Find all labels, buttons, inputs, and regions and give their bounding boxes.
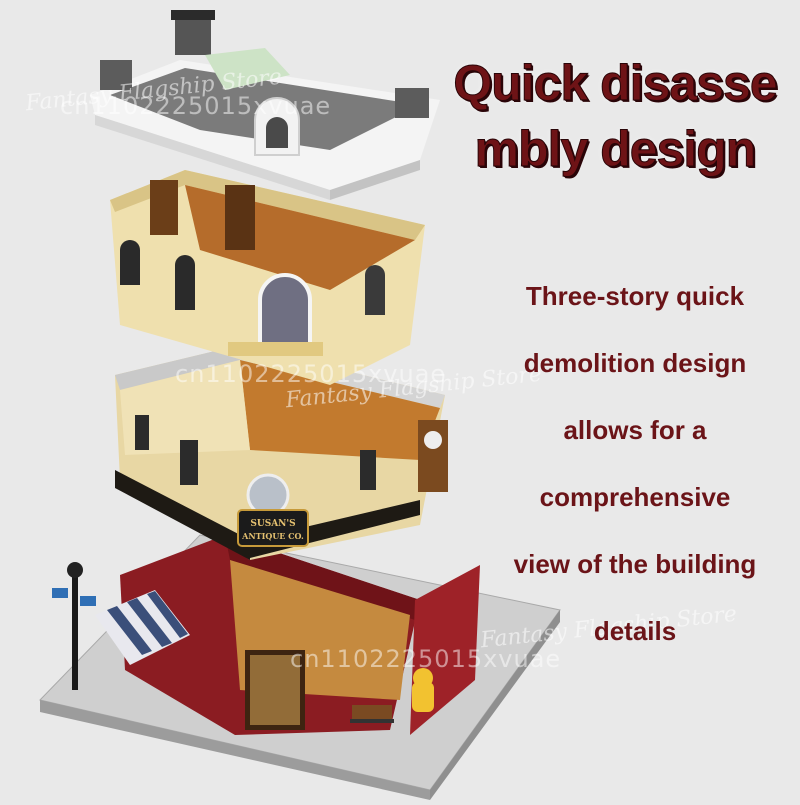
street-lamp [52,562,96,690]
description-line-3: allows for a [563,415,707,445]
description-line-2: demolition design [523,348,747,378]
roof [90,10,440,200]
description-line-1: Three-story quick [525,281,745,311]
description-line-4: comprehensive [539,482,731,512]
second-floor [110,170,425,385]
headline: Quick disasse mbly design [440,50,790,182]
description-text: Three-story quick demolition design allo… [490,263,780,665]
id-watermark-top: cn1102225015xvuae [60,92,332,120]
headline-line-2: mbly design [474,121,757,178]
shop-sign-top: SUSAN'S [250,519,295,529]
description-line-5: view of the building [513,549,757,579]
id-watermark-bottom: cn1102225015xvuae [290,645,562,673]
headline-line-1: Quick disasse [453,55,778,112]
description-line-6: details [593,616,677,646]
first-floor: SUSAN'S ANTIQUE CO. [115,345,448,560]
ground-floor [95,535,480,735]
shop-sign-bottom: ANTIQUE CO. [241,531,304,541]
id-watermark-middle: cn1102225015xvuae [175,360,447,388]
